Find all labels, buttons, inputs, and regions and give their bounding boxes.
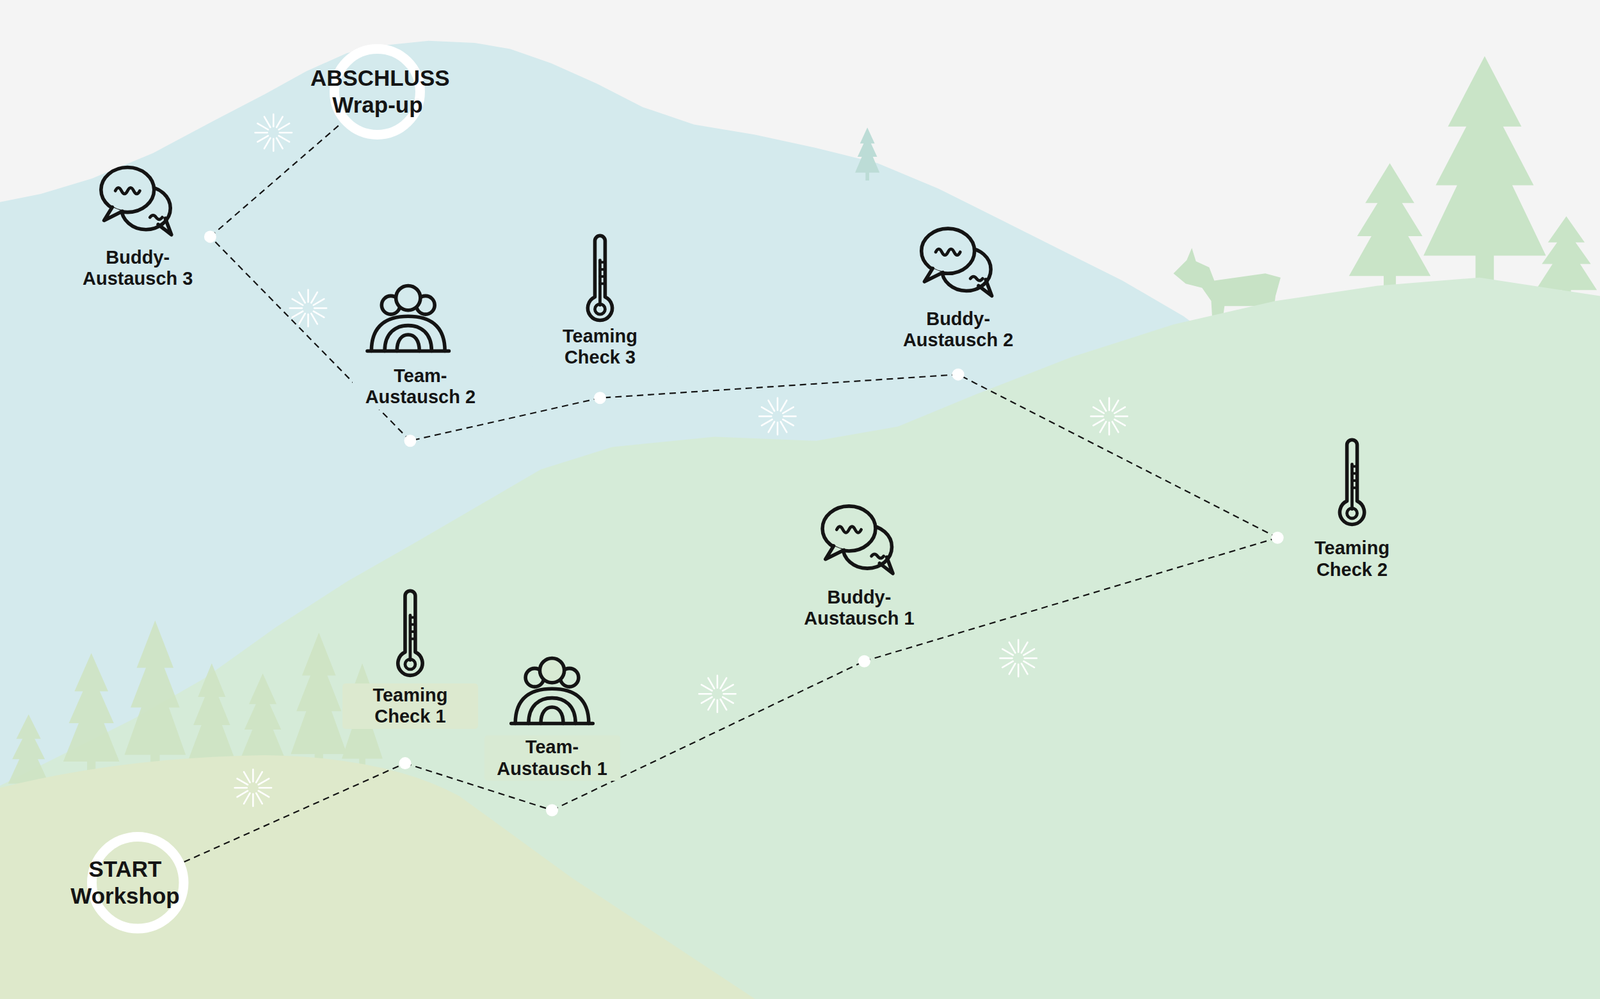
label-block: Team-Austausch 1 [484, 735, 621, 781]
milestone-text: Teaming Check 3 [536, 325, 665, 369]
label-block: Buddy-Austausch 1 [791, 585, 927, 632]
milestone-label: Buddy-Austausch 3 [69, 230, 217, 292]
waypoint-dot [398, 757, 411, 770]
milestone-label: Buddy-Austausch 1 [791, 585, 927, 668]
label-block: Buddy-Austausch 3 [69, 245, 206, 292]
milestone-circle: ABSCHLUSS Wrap-up [329, 44, 425, 140]
milestone-text: Buddy-Austausch 3 [73, 247, 202, 290]
ring [91, 836, 184, 928]
milestone-text: START Workshop [70, 855, 180, 910]
dashed-route [958, 374, 1278, 538]
team-icon [367, 285, 450, 351]
dashed-route [209, 236, 410, 441]
chat-icon [822, 506, 893, 574]
label-block: Teaming Check 1 [342, 683, 479, 729]
thermometer-icon [398, 590, 423, 676]
label-block: ABSCHLUSS Wrap-up [310, 64, 445, 119]
label-block: Buddy-Austausch 2 [890, 307, 1026, 353]
thermometer-icon [587, 235, 612, 320]
chat-icon [101, 167, 172, 235]
milestone-label: Team-Austausch 1 [484, 735, 621, 817]
ring [334, 49, 421, 136]
milestone-text: Teaming Check 1 [346, 684, 475, 728]
label-block: START Workshop [70, 855, 180, 910]
tree [855, 127, 880, 181]
milestone-label: Buddy-Austausch 2 [890, 307, 1026, 381]
waypoint-dot [204, 230, 217, 243]
label-block: Teaming Check 3 [532, 324, 669, 370]
thermometer-icon [1339, 439, 1364, 525]
milestone-text: Team-Austausch 2 [356, 365, 485, 409]
waypoint-dot [952, 368, 965, 381]
waypoint-dot [593, 391, 607, 404]
milestone-text: Buddy-Austausch 2 [894, 308, 1023, 352]
tree [1349, 163, 1432, 296]
ring-outline [87, 832, 189, 934]
tree [1423, 56, 1546, 292]
milestone-text: Buddy-Austausch 1 [794, 586, 923, 630]
waypoint-dot [545, 803, 559, 816]
waypoint-dot [1271, 531, 1284, 544]
team-icon [511, 657, 594, 724]
milestone-label: Teaming Check 1 [342, 683, 479, 770]
milestone-circle: START Workshop [87, 832, 189, 934]
ring-outline [329, 44, 425, 140]
firework [234, 114, 1128, 807]
milestone-text: Team-Austausch 1 [488, 736, 617, 780]
label-block: Team-Austausch 2 [352, 364, 489, 410]
milestone-label: Team-Austausch 2 [352, 364, 489, 448]
milestone-label: Teaming Check 2 [1271, 531, 1420, 582]
hill [0, 277, 1600, 999]
waypoint-dot [403, 434, 416, 447]
dashed-route [600, 374, 959, 399]
milestone-text: ABSCHLUSS Wrap-up [310, 64, 445, 119]
milestone-text: Teaming Check 2 [1288, 537, 1417, 581]
label-block: Teaming Check 2 [1284, 536, 1421, 582]
meadow [0, 755, 756, 999]
dashed-route [184, 763, 406, 863]
chat-icon [921, 228, 992, 296]
waypoint-dot [858, 655, 871, 668]
dashed-route [209, 122, 342, 237]
milestone-label: Teaming Check 3 [532, 324, 669, 405]
